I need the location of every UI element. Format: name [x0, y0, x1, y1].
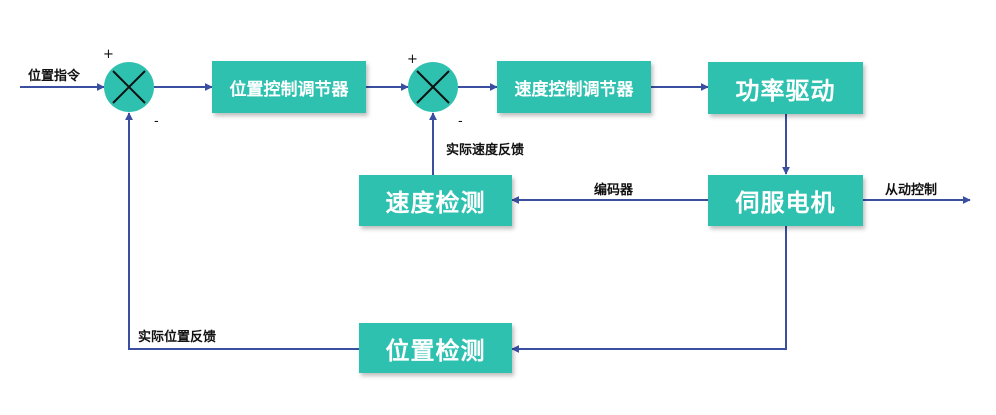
encoder-label: 编码器 [594, 183, 634, 198]
summing-junction-1 [104, 62, 154, 112]
actual-speed-feedback-label: 实际速度反馈 [446, 143, 525, 158]
position-detection-block: 位置检测 [359, 323, 512, 373]
slave-control-label: 从动控制 [885, 183, 938, 198]
arrow-position-detection-to-sum1 [125, 112, 359, 350]
speed-detection-block: 速度检测 [359, 175, 512, 226]
actual-position-feedback-label: 实际位置反馈 [138, 330, 217, 345]
summing-junction-2 [408, 62, 458, 112]
sum2-plus-sign: + [407, 52, 418, 67]
position-command-label: 位置指令 [28, 69, 81, 84]
servo-motor-block: 伺服电机 [708, 175, 863, 226]
power-drive-block: 功率驱动 [708, 62, 863, 114]
sum2-minus-sign: - [458, 114, 463, 129]
sum1-minus-sign: - [154, 114, 159, 129]
speed-controller-block: 速度控制调节器 [497, 61, 651, 113]
arrow-servo-motor-to-position-detection [511, 226, 787, 353]
position-controller-block: 位置控制调节器 [212, 61, 366, 113]
sum1-plus-sign: + [103, 47, 114, 62]
